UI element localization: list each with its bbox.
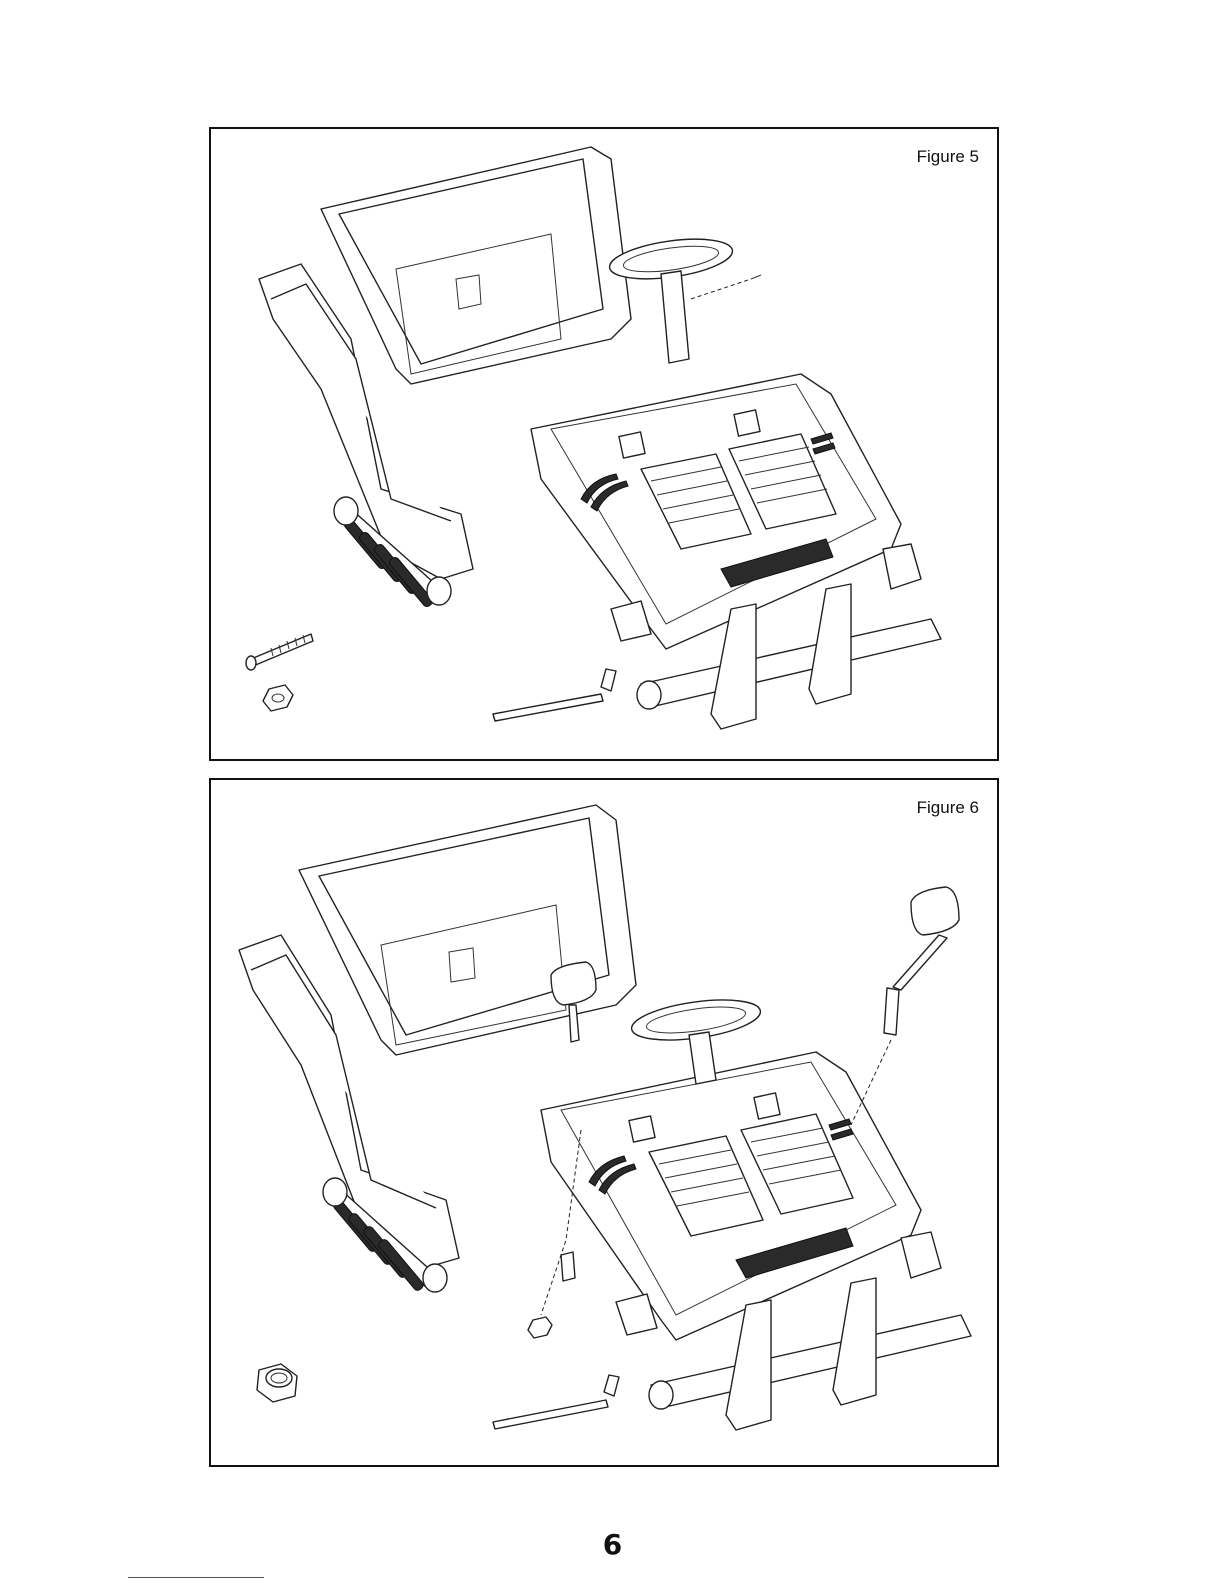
figure-5-panel: Figure 5	[209, 127, 999, 761]
mirror-icon	[851, 887, 959, 1125]
page-number: 6	[0, 1528, 1225, 1561]
nut-icon	[528, 1317, 552, 1338]
steering-wheel-icon	[607, 233, 761, 363]
nut-icon	[263, 685, 293, 711]
bolt-icon	[246, 634, 313, 670]
footer-link-underline[interactable]	[128, 1577, 264, 1578]
vehicle-body-illustration	[211, 129, 997, 759]
figure-6-panel: Figure 6	[209, 778, 999, 1467]
vehicle-body-illustration	[211, 780, 997, 1465]
nut-icon	[257, 1364, 297, 1402]
